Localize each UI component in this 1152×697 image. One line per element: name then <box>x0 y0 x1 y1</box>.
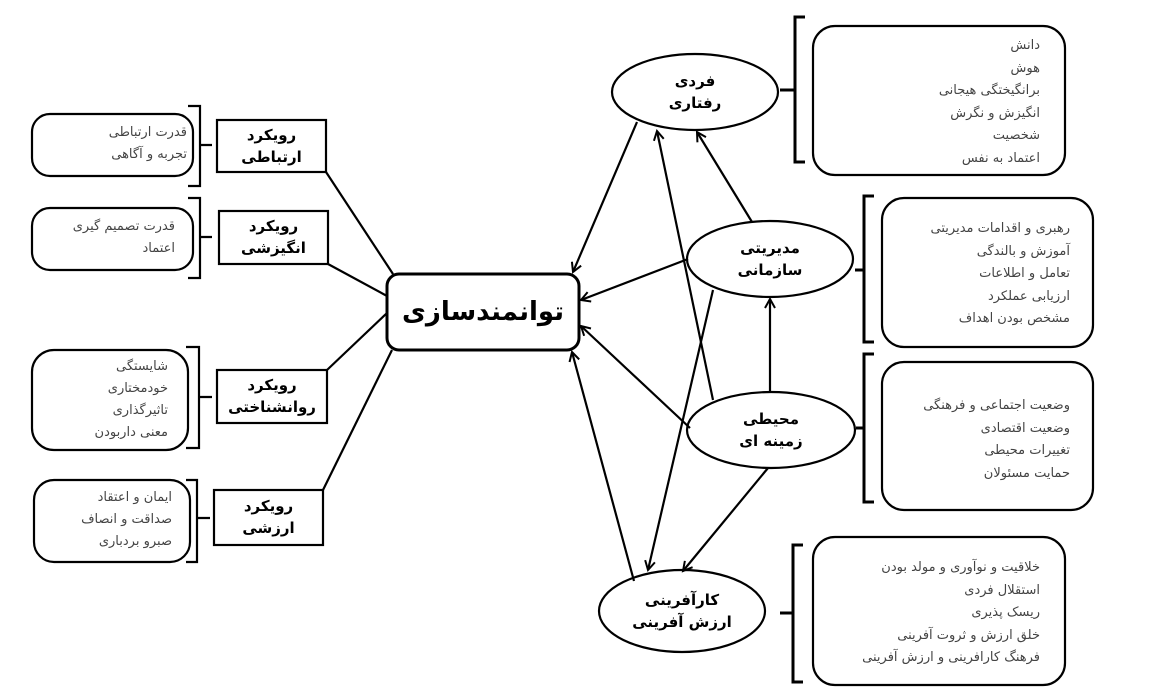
arrow-individual-to-center <box>573 121 639 272</box>
bracket-left-4 <box>186 478 210 564</box>
bracket-right-3 <box>856 352 874 504</box>
arrow-entrepreneurship-to-center <box>572 352 636 582</box>
arrow-management-to-individual <box>697 132 753 223</box>
approach-box-4 <box>212 488 325 547</box>
approach-items-box-4 <box>32 478 192 564</box>
center-label: توانمندسازی <box>402 297 564 327</box>
factor-items-box-2 <box>880 196 1095 349</box>
bracket-right-1 <box>780 15 805 164</box>
bracket-right-4 <box>780 543 803 684</box>
bracket-right-2 <box>855 194 874 344</box>
factor-items-box-4 <box>811 535 1067 687</box>
link-approach-4 <box>322 349 393 491</box>
link-approach-3 <box>326 312 388 371</box>
center-box <box>385 272 581 352</box>
bracket-left-3 <box>186 345 212 450</box>
approach-box-3 <box>215 368 329 425</box>
arrow-environment-to-center <box>581 326 691 429</box>
approach-items-box-3 <box>30 348 190 452</box>
bracket-left-2 <box>188 196 212 280</box>
bracket-left-1 <box>188 104 212 188</box>
approach-box-2 <box>217 209 330 266</box>
arrow-management-to-center <box>581 257 689 300</box>
factor-ellipse-individual <box>610 52 780 132</box>
arrow-management-to-entrepreneurship <box>648 289 715 570</box>
link-approach-1 <box>325 171 394 275</box>
approach-items-box-2 <box>30 206 195 272</box>
factor-items-box-1 <box>811 24 1067 177</box>
link-approach-2 <box>327 263 388 297</box>
approach-box-1 <box>215 118 328 174</box>
approach-items-box-1 <box>30 112 195 178</box>
factor-items-box-3 <box>880 360 1095 512</box>
arrow-environment-to-individual <box>657 131 715 401</box>
arrow-environment-to-entrepreneurship <box>683 467 769 571</box>
